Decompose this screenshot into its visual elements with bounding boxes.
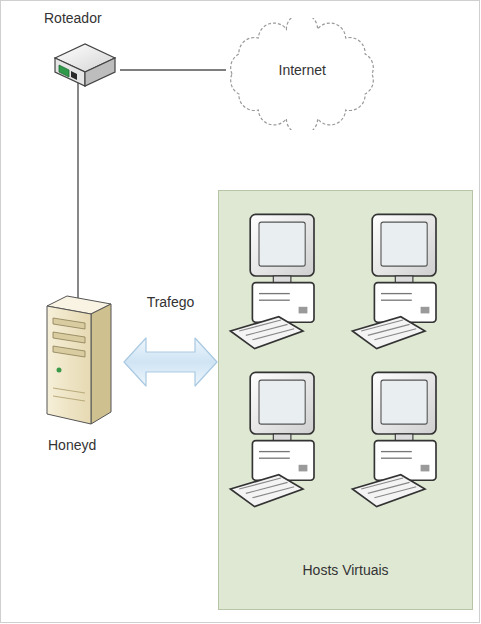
- internet-cloud: Internet: [222, 18, 382, 130]
- computer-icon: [352, 214, 436, 348]
- router-node: Roteador: [40, 6, 130, 102]
- computer-icon: [230, 372, 314, 506]
- node-label: Roteador: [44, 10, 102, 27]
- node-label: Honeyd: [48, 437, 96, 454]
- computer-icon: [230, 214, 314, 348]
- node-label: Internet: [279, 62, 326, 79]
- node-label: Hosts Virtuais: [303, 562, 389, 579]
- connector: [120, 70, 226, 71]
- connector: [124, 338, 217, 386]
- connector: [78, 82, 79, 302]
- honeyd-server: Honeyd: [28, 292, 128, 460]
- panel-ground: [219, 191, 473, 610]
- virtual-hosts-panel: [218, 190, 473, 610]
- virtual-hosts-group: Hosts Virtuais: [218, 190, 473, 610]
- server-icon: [33, 292, 123, 428]
- edge-label: Trafego: [145, 294, 197, 311]
- computer-icon: [352, 372, 436, 506]
- router-icon: [45, 36, 125, 100]
